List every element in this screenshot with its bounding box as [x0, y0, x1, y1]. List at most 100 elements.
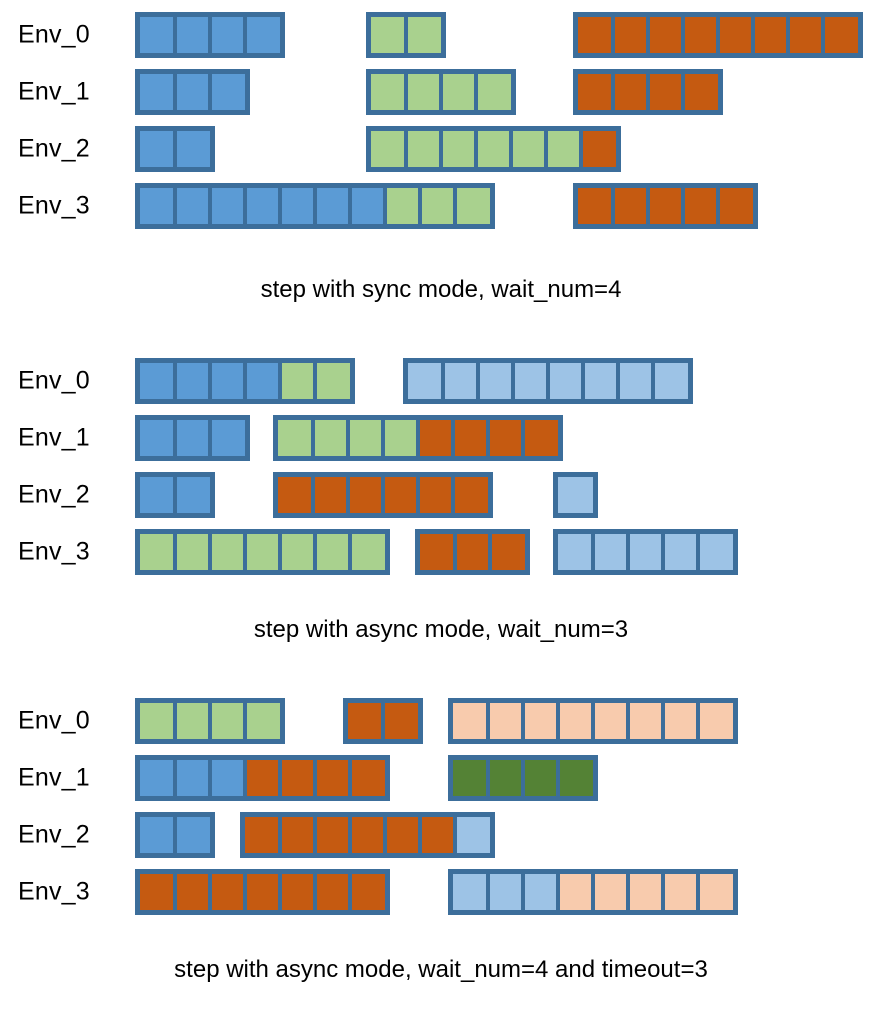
step-cell-green — [140, 533, 175, 570]
step-run — [135, 811, 215, 858]
step-cell-blue — [175, 476, 210, 513]
step-cell-light-blue — [592, 533, 628, 570]
step-run — [342, 697, 423, 744]
step-cell-orange — [717, 16, 753, 53]
step-cell-peach — [662, 873, 698, 910]
env-row-label: Env_2 — [18, 820, 90, 848]
env-row-label: Env_0 — [18, 20, 90, 48]
step-cell-green — [371, 73, 406, 110]
step-cell-orange — [682, 187, 718, 224]
step-cell-blue — [280, 187, 315, 224]
step-cell-green — [350, 533, 385, 570]
step-cell-green — [210, 533, 245, 570]
env-timeline-row: Env_3 — [0, 177, 882, 234]
step-cell-blue — [140, 419, 175, 456]
step-cell-light-blue — [557, 476, 593, 513]
step-cell-orange — [347, 476, 383, 513]
env-timeline-row: Env_1 — [0, 409, 882, 466]
step-cell-blue — [140, 476, 175, 513]
step-cell-orange — [347, 702, 383, 739]
step-cell-blue — [140, 130, 175, 167]
env-row-label: Env_1 — [18, 77, 90, 105]
step-cell-orange — [385, 816, 420, 853]
env-row-label: Env_0 — [18, 366, 90, 394]
step-run — [447, 754, 598, 801]
step-cell-peach — [592, 702, 628, 739]
step-cell-blue — [140, 73, 175, 110]
step-cell-green — [280, 533, 315, 570]
step-cell-orange — [577, 16, 613, 53]
env-timeline-row: Env_0 — [0, 692, 882, 749]
step-cell-green — [455, 187, 490, 224]
step-run — [135, 182, 495, 229]
step-cell-orange — [682, 73, 718, 110]
env-timeline-row: Env_2 — [0, 120, 882, 177]
step-run — [135, 414, 250, 461]
step-cell-orange — [420, 816, 455, 853]
step-cell-orange — [280, 873, 315, 910]
step-cell-blue — [175, 362, 210, 399]
step-cell-light-blue — [443, 362, 479, 399]
step-cell-blue — [140, 187, 175, 224]
step-cell-blue — [350, 187, 385, 224]
step-cell-orange — [647, 73, 683, 110]
step-cell-peach — [487, 702, 523, 739]
step-run — [135, 754, 390, 801]
step-cell-orange — [487, 419, 523, 456]
step-cell-dark-green — [452, 759, 488, 796]
step-cell-blue — [315, 187, 350, 224]
step-run — [572, 182, 758, 229]
step-cell-orange — [647, 16, 683, 53]
step-run — [135, 697, 285, 744]
step-cell-dark-green — [522, 759, 558, 796]
step-cell-light-blue — [478, 362, 514, 399]
step-cell-peach — [522, 702, 558, 739]
step-cell-blue — [140, 759, 175, 796]
step-run — [135, 357, 355, 404]
step-cell-orange — [682, 16, 718, 53]
step-cell-orange — [245, 873, 280, 910]
step-cell-orange — [822, 16, 858, 53]
step-cell-light-blue — [455, 816, 490, 853]
step-cell-orange — [140, 873, 175, 910]
env-row-label: Env_3 — [18, 877, 90, 905]
step-cell-green — [406, 73, 441, 110]
step-cell-green — [245, 533, 280, 570]
step-cell-orange — [382, 702, 418, 739]
step-cell-light-blue — [618, 362, 654, 399]
step-run — [272, 471, 493, 518]
step-cell-green — [347, 419, 383, 456]
step-run — [447, 697, 738, 744]
step-cell-peach — [627, 702, 663, 739]
step-cell-orange — [490, 533, 525, 570]
step-cell-orange — [315, 759, 350, 796]
step-cell-green — [277, 419, 313, 456]
step-cell-blue — [210, 759, 245, 796]
env-row-label: Env_2 — [18, 480, 90, 508]
step-run — [366, 125, 621, 172]
step-cell-green — [476, 130, 511, 167]
env-timeline-row: Env_0 — [0, 6, 882, 63]
step-cell-blue — [210, 419, 245, 456]
env-timeline-row: Env_2 — [0, 806, 882, 863]
step-cell-orange — [522, 419, 558, 456]
step-run — [135, 68, 250, 115]
step-cell-orange — [612, 187, 648, 224]
step-cell-green — [175, 533, 210, 570]
step-cell-orange — [315, 816, 350, 853]
step-cell-light-blue — [583, 362, 619, 399]
step-cell-peach — [627, 873, 663, 910]
step-run — [135, 471, 215, 518]
step-cell-green — [420, 187, 455, 224]
step-cell-blue — [175, 73, 210, 110]
env-row-label: Env_1 — [18, 763, 90, 791]
step-cell-blue — [210, 362, 245, 399]
step-run — [572, 68, 723, 115]
step-cell-blue — [245, 362, 280, 399]
step-cell-orange — [350, 816, 385, 853]
step-cell-light-blue — [522, 873, 558, 910]
step-cell-green — [315, 533, 350, 570]
step-cell-peach — [697, 702, 733, 739]
step-cell-orange — [787, 16, 823, 53]
